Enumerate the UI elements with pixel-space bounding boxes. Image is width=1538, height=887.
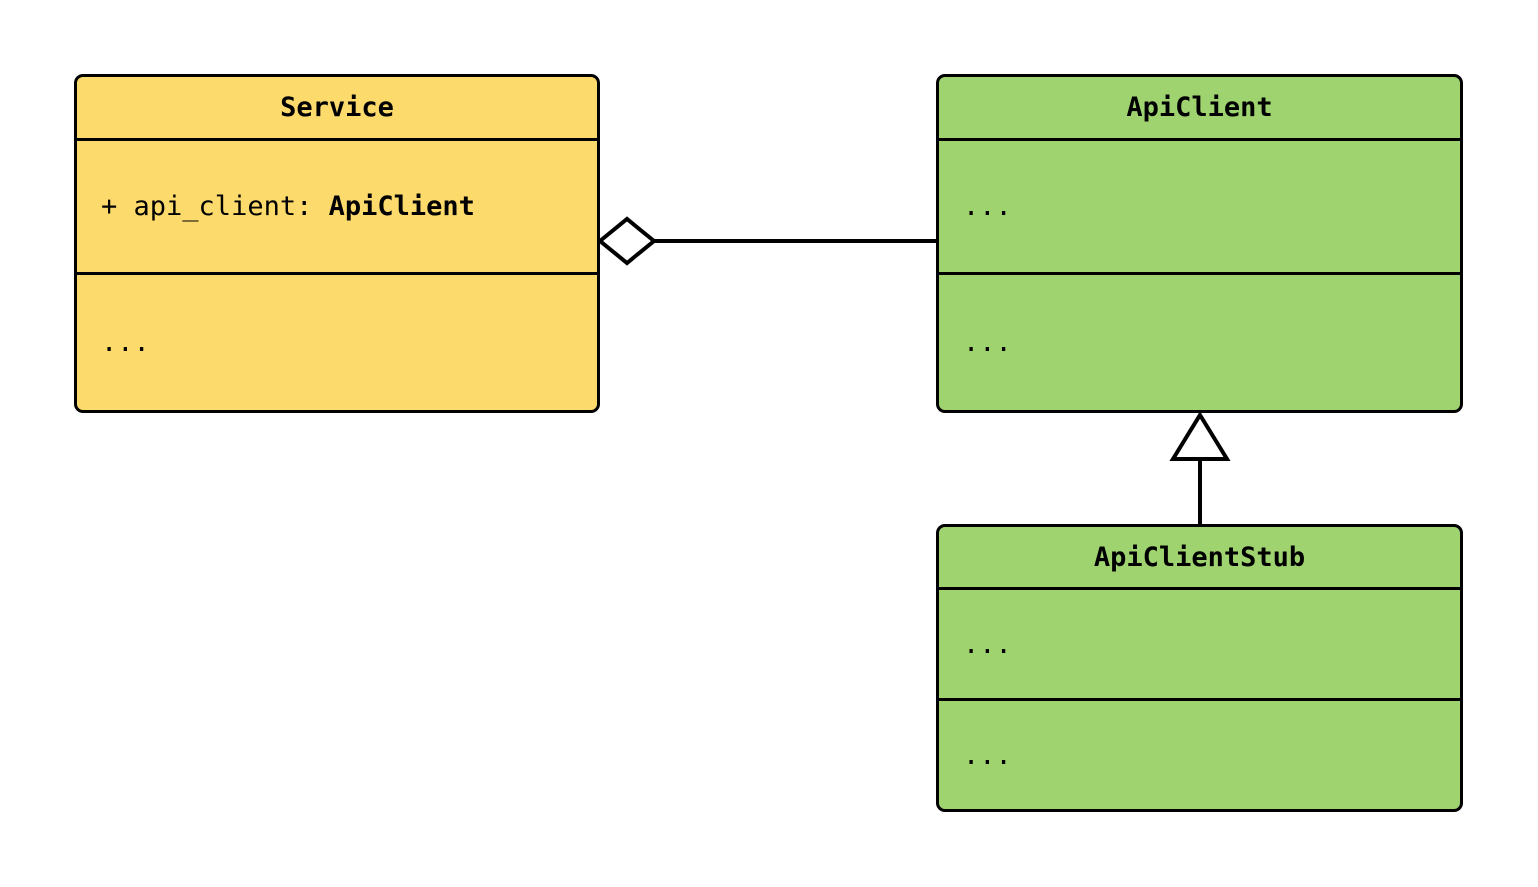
- attribute-spacer-2: [312, 191, 328, 222]
- attributes-compartment-apiclient: ...: [939, 141, 1460, 272]
- ellipsis-text: ...: [963, 327, 1012, 358]
- operations-compartment-apiclient: ...: [939, 275, 1460, 410]
- class-box-apiclient[interactable]: ApiClient ... ...: [936, 74, 1463, 413]
- attribute-name: api_client:: [133, 191, 313, 222]
- compartment-divider: [77, 138, 597, 141]
- ellipsis-text: ...: [101, 327, 150, 358]
- class-box-apiclientstub[interactable]: ApiClientStub ... ...: [936, 524, 1463, 812]
- compartment-divider: [77, 272, 597, 275]
- class-name-service: Service: [280, 92, 394, 123]
- compartment-divider: [939, 587, 1460, 590]
- aggregation-connector: [596, 216, 937, 266]
- attribute-visibility: +: [101, 191, 118, 222]
- compartment-divider: [939, 698, 1460, 701]
- ellipsis-text: ...: [963, 628, 1012, 660]
- compartment-divider: [939, 138, 1460, 141]
- ellipsis-text: ...: [963, 191, 1012, 222]
- attributes-compartment-apiclientstub: ...: [939, 590, 1460, 698]
- compartment-divider: [939, 272, 1460, 275]
- generalization-connector: [1169, 411, 1231, 525]
- class-name-apiclientstub: ApiClientStub: [1093, 541, 1306, 573]
- attributes-compartment-service: + api_client: ApiClient: [77, 141, 597, 272]
- operations-compartment-service: ...: [77, 275, 597, 410]
- operations-compartment-apiclientstub: ...: [939, 701, 1460, 809]
- attribute-type: ApiClient: [328, 191, 475, 222]
- class-box-service[interactable]: Service + api_client: ApiClient ...: [74, 74, 600, 413]
- attribute-spacer: [117, 191, 133, 222]
- hollow-triangle-icon: [1169, 411, 1231, 461]
- ellipsis-text: ...: [963, 739, 1012, 771]
- class-name-apiclient: ApiClient: [1126, 92, 1273, 123]
- hollow-diamond-icon: [596, 216, 658, 266]
